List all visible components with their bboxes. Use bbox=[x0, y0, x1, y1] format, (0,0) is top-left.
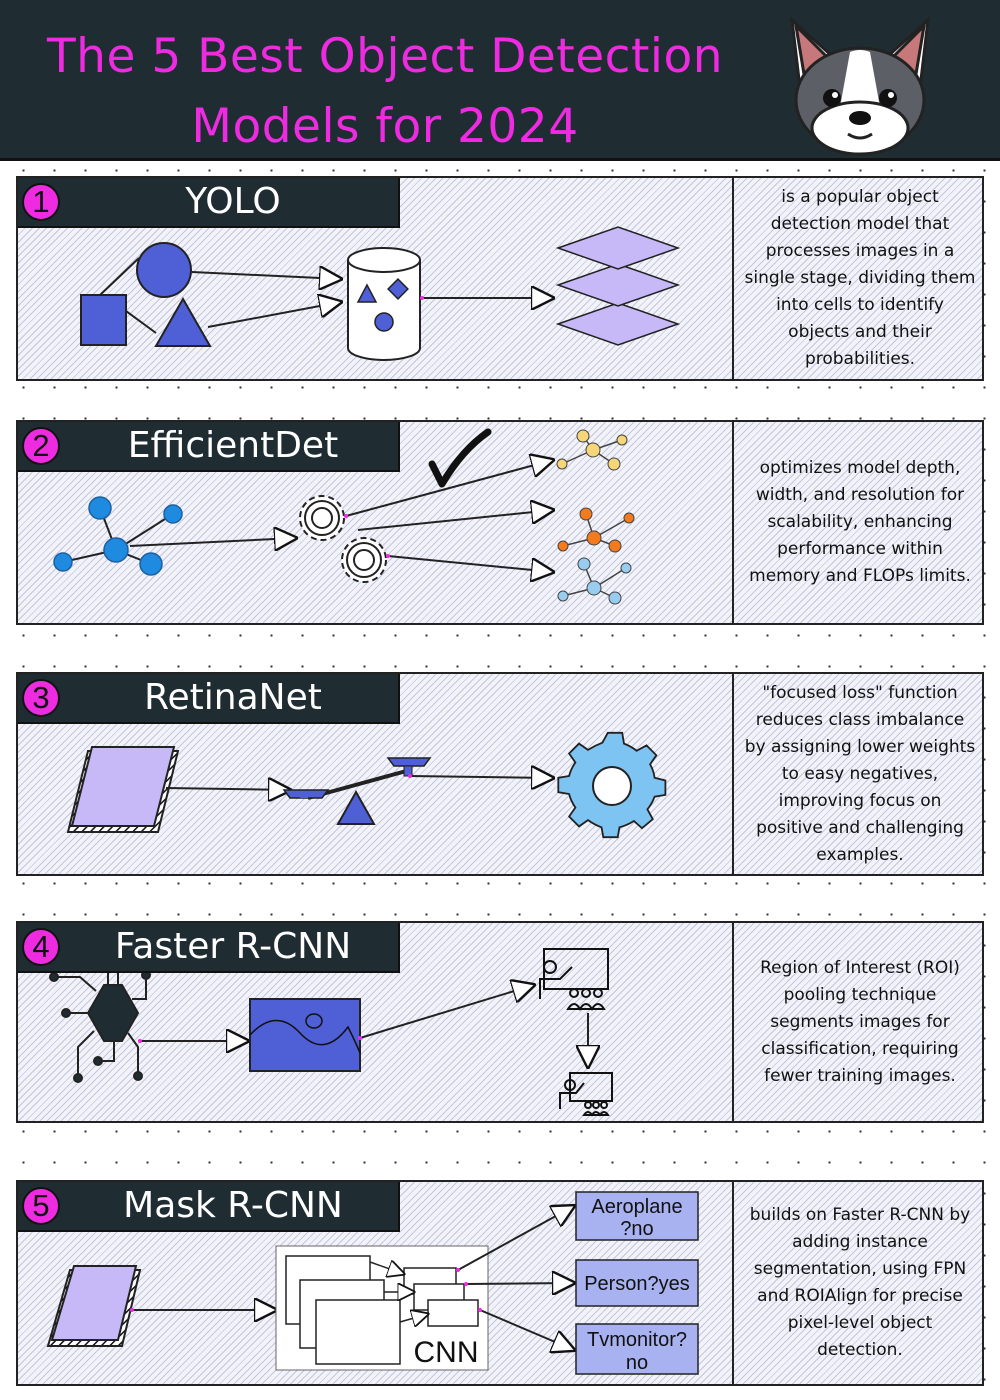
card-divider bbox=[732, 923, 734, 1121]
layers-stack-icon bbox=[555, 226, 681, 346]
presentation-classroom-icon bbox=[539, 948, 609, 1011]
model-description: is a popular object detection model that… bbox=[744, 187, 976, 369]
model-label-bar: 3 RetinaNet bbox=[18, 674, 400, 724]
ai-chip-hexagon-icon bbox=[49, 953, 151, 1083]
model-number-badge: 3 bbox=[22, 679, 60, 717]
efficientdet-diagram bbox=[53, 428, 635, 605]
model-label-bar: 1 YOLO bbox=[18, 178, 400, 228]
svg-text:Aeroplane: Aeroplane bbox=[591, 1196, 682, 1218]
model-name: RetinaNet bbox=[144, 677, 322, 718]
model-card-faster-rcnn: 4 Faster R-CNN Region of Interest (ROI) … bbox=[16, 921, 984, 1123]
svg-text:Tvmonitor?: Tvmonitor? bbox=[587, 1329, 687, 1351]
network-graph-yellow-icon bbox=[556, 429, 628, 471]
model-description: "focused loss" function reduces class im… bbox=[744, 682, 976, 865]
retinanet-diagram bbox=[66, 731, 667, 839]
card-divider bbox=[732, 1182, 734, 1384]
presentation-classroom-small-icon bbox=[559, 1072, 613, 1117]
faster-rcnn-diagram bbox=[49, 948, 613, 1117]
model-description: builds on Faster R-CNN by adding instanc… bbox=[749, 1205, 971, 1360]
output-box-aeroplane: Aeroplane ?no bbox=[575, 1191, 699, 1241]
output-box-tvmonitor: Tvmonitor? no bbox=[575, 1323, 699, 1375]
svg-text:Person?yes: Person?yes bbox=[584, 1273, 690, 1295]
model-name: EfficientDet bbox=[127, 425, 339, 466]
card-divider bbox=[732, 422, 734, 623]
card-divider bbox=[732, 674, 734, 874]
mask-rcnn-diagram: CNN Aeroplane ?no Person?yes Tvmonitor? … bbox=[46, 1191, 699, 1375]
square-shape-icon bbox=[80, 294, 127, 346]
model-label-bar: 4 Faster R-CNN bbox=[18, 923, 400, 973]
model-name: Mask R-CNN bbox=[123, 1185, 343, 1226]
model-number-badge: 2 bbox=[22, 427, 60, 465]
model-number-badge: 5 bbox=[22, 1187, 60, 1225]
model-card-retinanet: 3 RetinaNet "focused loss" function redu… bbox=[16, 672, 984, 876]
database-cylinder-icon bbox=[347, 247, 421, 361]
card-divider bbox=[732, 178, 734, 379]
bulldog-mascot-icon bbox=[790, 16, 930, 156]
balance-scale-icon bbox=[282, 757, 432, 825]
triangle-shape-icon bbox=[154, 296, 212, 347]
input-data-parallelogram-icon bbox=[66, 746, 180, 833]
model-number-badge: 1 bbox=[22, 183, 60, 221]
model-label-bar: 5 Mask R-CNN bbox=[18, 1182, 400, 1232]
input-data-parallelogram-icon bbox=[46, 1265, 142, 1347]
svg-text:?no: ?no bbox=[620, 1218, 653, 1240]
yolo-diagram bbox=[80, 226, 681, 361]
page-title: The 5 Best Object Detection Models for 2… bbox=[46, 29, 724, 154]
model-name: YOLO bbox=[185, 181, 281, 222]
output-box-person: Person?yes bbox=[575, 1259, 699, 1307]
model-number-badge: 4 bbox=[22, 928, 60, 966]
model-card-mask-rcnn: CNN Aeroplane ?no Person?yes Tvmonitor? … bbox=[16, 1180, 984, 1386]
model-description: Region of Interest (ROI) pooling techniq… bbox=[760, 957, 960, 1086]
model-label-bar: 2 EfficientDet bbox=[18, 422, 400, 472]
model-description: optimizes model depth, width, and resolu… bbox=[749, 458, 971, 586]
svg-text:no: no bbox=[626, 1352, 648, 1374]
network-graph-blue-icon bbox=[53, 496, 183, 576]
checkmark-icon bbox=[428, 428, 492, 488]
cnn-block-icon: CNN bbox=[275, 1245, 489, 1371]
header-banner: The 5 Best Object Detection Models for 2… bbox=[0, 0, 1000, 161]
image-landscape-icon bbox=[249, 998, 361, 1072]
network-graph-lightblue-icon bbox=[557, 557, 632, 605]
cnn-label: CNN bbox=[414, 1336, 479, 1369]
model-card-yolo: 1 YOLO is a popular object detection mod… bbox=[16, 176, 984, 381]
model-name: Faster R-CNN bbox=[114, 926, 352, 967]
circle-shape-icon bbox=[136, 242, 192, 298]
network-graph-orange-icon bbox=[557, 507, 635, 553]
model-card-efficientdet: 2 EfficientDet optimizes model depth, wi… bbox=[16, 420, 984, 625]
gear-icon bbox=[557, 731, 667, 839]
